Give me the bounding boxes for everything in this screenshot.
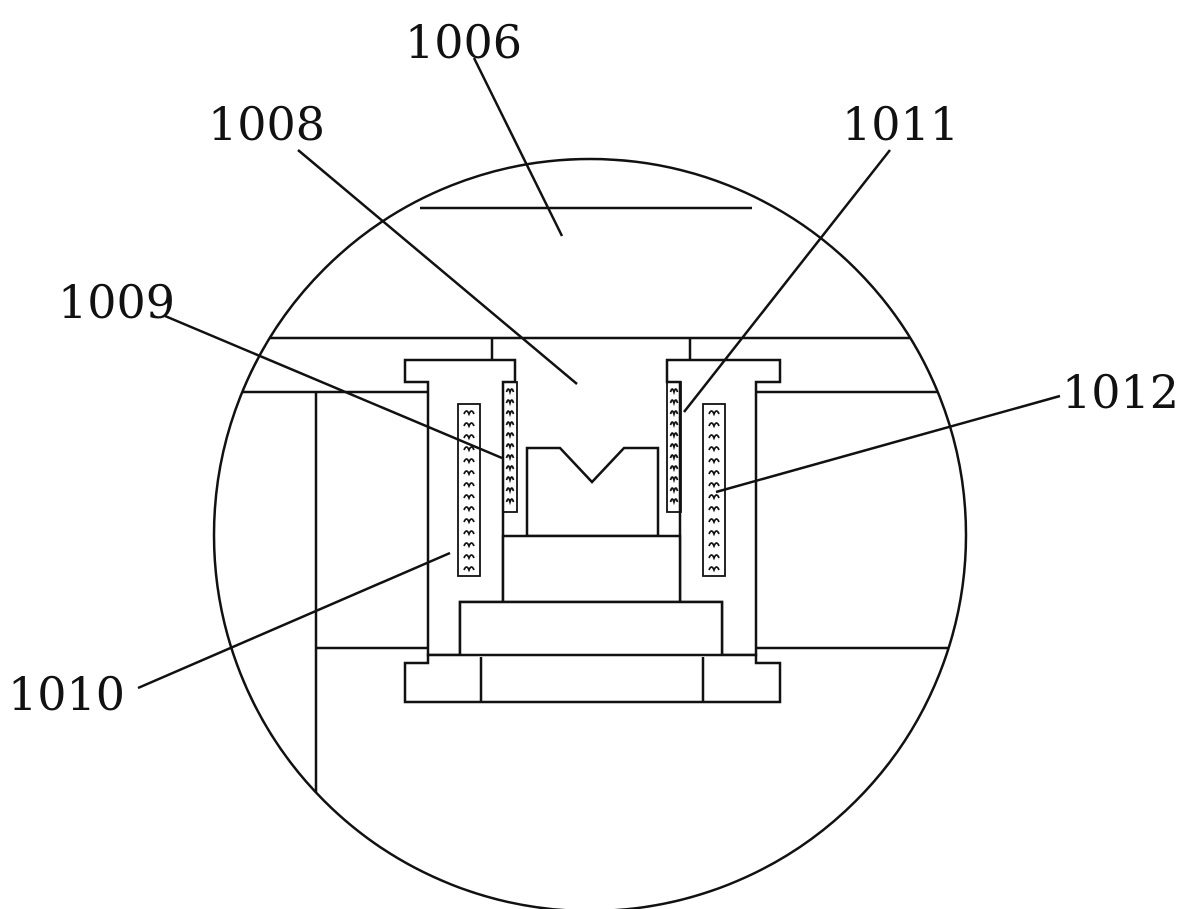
spring-coil: [708, 422, 720, 429]
spring-coil: [505, 487, 515, 495]
spring-coil: [708, 482, 720, 489]
spring-coil: [463, 458, 475, 465]
spring-coil: [463, 566, 475, 573]
spring-coil: [708, 410, 720, 417]
label-1009: 1009: [58, 275, 175, 329]
spring-coil: [505, 465, 515, 473]
leader-lines: [137, 57, 1061, 690]
spring-coil: [708, 566, 720, 573]
spring-coil: [708, 506, 720, 513]
spring-coil: [708, 518, 720, 525]
spring-coil: [669, 498, 679, 506]
detail-circle: [212, 157, 968, 909]
spring-coil: [708, 542, 720, 549]
spring-coil: [669, 454, 679, 462]
spring-coil: [463, 542, 475, 549]
spring-coil: [708, 530, 720, 537]
spring-coil: [505, 476, 515, 484]
spring-coil: [708, 446, 720, 453]
mechanism: [214, 206, 966, 909]
spring-coil: [463, 530, 475, 537]
spring-coil: [505, 421, 515, 429]
spring-coils: [463, 388, 720, 573]
label-1012: 1012: [1062, 365, 1179, 419]
spring-coil: [463, 446, 475, 453]
spring-coil: [463, 518, 475, 525]
label-1011: 1011: [842, 97, 959, 151]
spring-coil: [463, 506, 475, 513]
spring-coil: [669, 399, 679, 407]
spring-coil: [669, 410, 679, 418]
spring-coil: [463, 434, 475, 441]
spring-coil: [463, 482, 475, 489]
spring-coil: [708, 494, 720, 501]
spring-coil: [669, 443, 679, 451]
spring-coil: [669, 388, 679, 396]
spring-coil: [708, 458, 720, 465]
spring-coil: [505, 454, 515, 462]
spring-coil: [463, 470, 475, 477]
spring-coil: [463, 554, 475, 561]
spring-coil: [505, 498, 515, 506]
spring-coil: [463, 410, 475, 417]
spring-coil: [463, 422, 475, 429]
spring-coil: [463, 494, 475, 501]
spring-coil: [669, 487, 679, 495]
spring-coil: [708, 554, 720, 561]
label-1010: 1010: [8, 667, 125, 721]
spring-coil: [505, 443, 515, 451]
spring-coil: [669, 432, 679, 440]
spring-coil: [505, 410, 515, 418]
spring-coil: [669, 421, 679, 429]
spring-coil: [505, 388, 515, 396]
spring-coil: [708, 434, 720, 441]
label-1006: 1006: [405, 15, 522, 69]
spring-coil: [708, 470, 720, 477]
spring-coil: [669, 476, 679, 484]
spring-coil: [505, 432, 515, 440]
label-1008: 1008: [208, 97, 325, 151]
spring-coil: [505, 399, 515, 407]
spring-coil: [669, 465, 679, 473]
